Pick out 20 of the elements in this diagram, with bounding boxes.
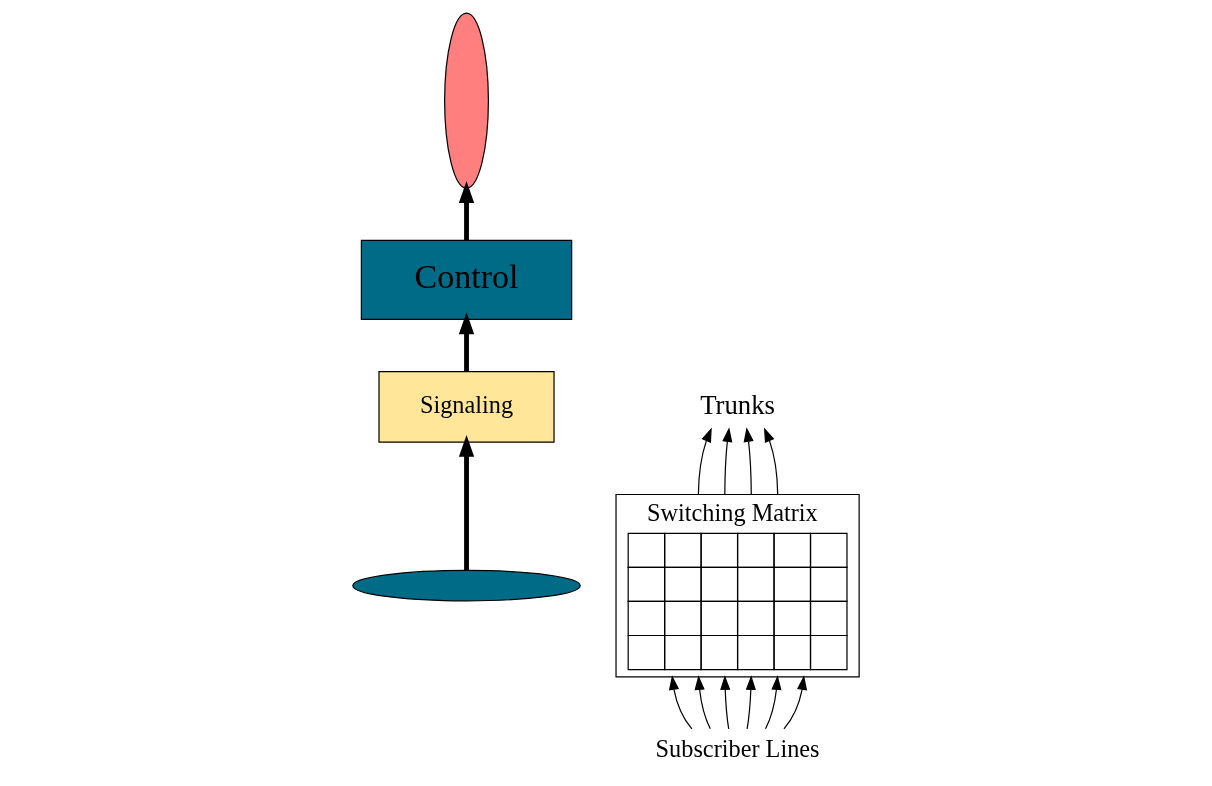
arrow <box>783 675 808 730</box>
arrow <box>458 434 475 570</box>
arrow <box>763 427 779 495</box>
arrow <box>722 427 733 495</box>
arrow <box>694 675 711 730</box>
node-ellipse <box>352 569 581 602</box>
node-ellipse <box>444 12 489 189</box>
arrow <box>764 675 782 730</box>
node-text: Subscriber Lines <box>655 735 820 763</box>
node-box: Signaling <box>378 371 555 443</box>
node-text: Trunks <box>700 389 775 420</box>
arrow <box>668 675 693 730</box>
arrow <box>743 427 754 495</box>
arrow <box>720 675 731 730</box>
arrow <box>745 675 756 730</box>
arrow <box>697 427 712 495</box>
node-box: Switching Matrix <box>615 493 860 678</box>
arrow <box>458 181 475 241</box>
arrow <box>458 312 475 372</box>
node-box: Control <box>360 239 573 321</box>
